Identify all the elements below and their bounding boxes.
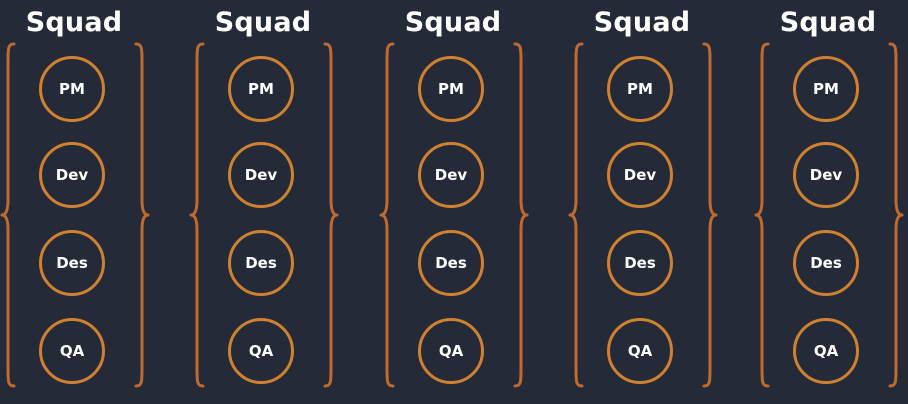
member-circle: PM: [418, 56, 484, 122]
left-brace-icon: [379, 42, 395, 388]
member-circle: PM: [39, 56, 105, 122]
left-brace-icon: [568, 42, 584, 388]
member-circle: Des: [39, 230, 105, 296]
squad-group-4: Squad PM Dev Des QA: [567, 0, 718, 404]
member-circle: PM: [793, 56, 859, 122]
member-circle: Dev: [793, 142, 859, 208]
squad-members: PM Dev Des QA: [418, 56, 488, 386]
squad-group-2: Squad PM Dev Des QA: [188, 0, 339, 404]
squad-members: PM Dev Des QA: [228, 56, 298, 386]
squad-members: PM Dev Des QA: [793, 56, 863, 386]
left-brace-icon: [189, 42, 205, 388]
right-brace-icon: [323, 42, 339, 388]
member-circle: PM: [607, 56, 673, 122]
member-circle: Dev: [39, 142, 105, 208]
right-brace-icon: [513, 42, 529, 388]
right-brace-icon: [702, 42, 718, 388]
member-circle: QA: [39, 318, 105, 384]
member-circle: QA: [418, 318, 484, 384]
member-circle: QA: [228, 318, 294, 384]
squad-group-5: Squad PM Dev Des QA: [753, 0, 904, 404]
squad-title: Squad: [593, 7, 691, 38]
right-brace-icon: [134, 42, 150, 388]
squad-title: Squad: [779, 7, 877, 38]
squad-members: PM Dev Des QA: [39, 56, 109, 386]
squad-title: Squad: [214, 7, 312, 38]
right-brace-icon: [888, 42, 904, 388]
member-circle: Dev: [418, 142, 484, 208]
member-circle: Des: [228, 230, 294, 296]
left-brace-icon: [0, 42, 16, 388]
member-circle: Des: [793, 230, 859, 296]
member-circle: QA: [793, 318, 859, 384]
squad-members: PM Dev Des QA: [607, 56, 677, 386]
left-brace-icon: [754, 42, 770, 388]
member-circle: QA: [607, 318, 673, 384]
member-circle: PM: [228, 56, 294, 122]
member-circle: Des: [418, 230, 484, 296]
squad-group-3: Squad PM Dev Des QA: [378, 0, 529, 404]
member-circle: Dev: [607, 142, 673, 208]
squad-title: Squad: [404, 7, 502, 38]
squad-group-1: Squad PM Dev Des QA: [0, 0, 150, 404]
squad-title: Squad: [25, 7, 123, 38]
member-circle: Dev: [228, 142, 294, 208]
member-circle: Des: [607, 230, 673, 296]
